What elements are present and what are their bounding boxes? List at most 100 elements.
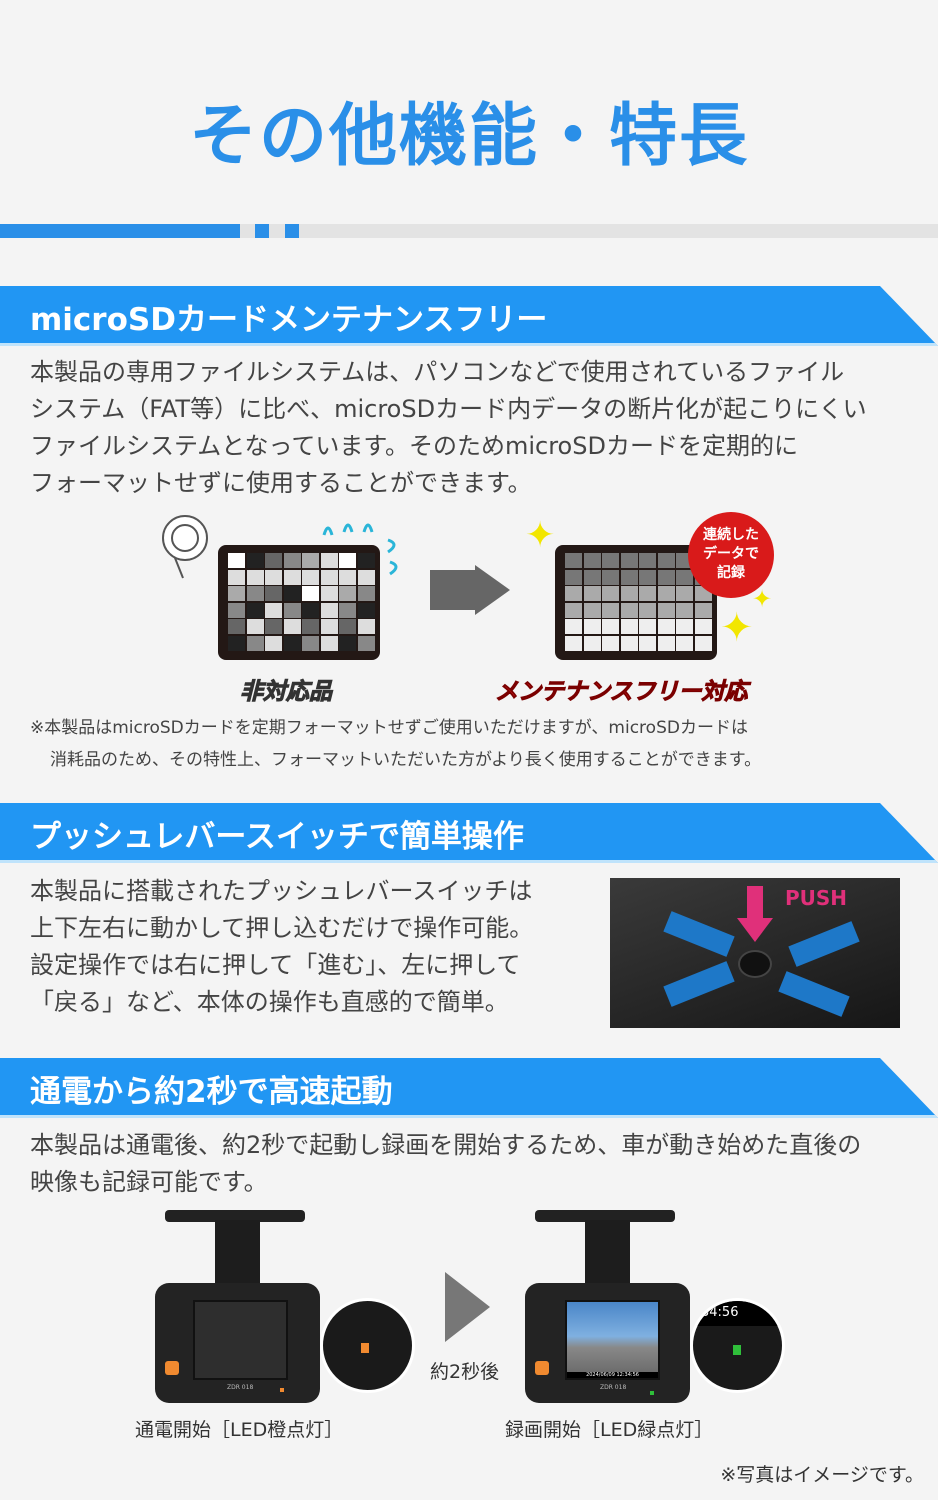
data-block — [339, 569, 356, 585]
data-block — [302, 553, 319, 568]
text-line: 設定操作では右に押して「進む」、左に押して — [30, 951, 521, 979]
led-zoom-callout: 34:56 — [690, 1298, 785, 1393]
text-line: 本製品は通電後、約2秒で起動し録画を開始するため、車が動き始めた直後の — [30, 1131, 862, 1159]
data-block — [302, 619, 319, 634]
data-block — [565, 553, 582, 568]
data-block — [339, 602, 356, 618]
divider-dot — [285, 224, 299, 238]
page-title: その他機能・特長 — [188, 97, 749, 176]
sparkle-icon: ✦ — [720, 605, 754, 651]
data-block — [639, 553, 656, 568]
data-block — [228, 635, 245, 651]
camera-mount-arm — [215, 1220, 260, 1285]
data-block — [283, 602, 301, 618]
data-block — [302, 569, 319, 585]
footnote: ※写真はイメージです。 — [720, 1464, 924, 1486]
data-block — [357, 619, 375, 634]
data-block — [657, 586, 675, 601]
data-block — [283, 635, 301, 651]
text-line: 本製品に搭載されたプッシュレバースイッチは — [30, 877, 533, 905]
data-block — [339, 635, 356, 651]
data-block — [583, 569, 601, 585]
dashcam-powered-on: ZDR 018 — [155, 1283, 320, 1403]
dashcam-recording: 2024/06/09 12:34:56 ZDR 018 — [525, 1283, 690, 1403]
divider-dot — [255, 224, 269, 238]
data-block — [583, 635, 601, 651]
data-block — [657, 635, 675, 651]
camera-mount — [535, 1210, 675, 1222]
data-block — [357, 635, 375, 651]
data-block — [283, 586, 301, 601]
data-block — [339, 553, 356, 568]
data-block — [265, 553, 282, 568]
data-block — [639, 569, 656, 585]
text-line: ※本製品はmicroSDカードを定期フォーマットせずご使用いただけますが、mic… — [30, 718, 748, 738]
data-block — [676, 586, 693, 601]
data-block — [639, 586, 656, 601]
data-block — [620, 602, 638, 618]
data-block — [694, 602, 712, 618]
data-block — [357, 553, 375, 568]
data-block — [565, 569, 582, 585]
data-block — [339, 619, 356, 634]
data-block — [583, 602, 601, 618]
data-block — [639, 635, 656, 651]
push-arrow-icon — [747, 886, 763, 920]
continuous-data-bubble: 連続した データで 記録 — [688, 512, 774, 598]
section-heading-microsd: microSDカードメンテナンスフリー — [0, 286, 938, 346]
data-block — [265, 569, 282, 585]
push-lever-knob — [738, 950, 772, 978]
data-block — [246, 602, 264, 618]
arrow-right-icon-head — [475, 565, 510, 615]
arrow-label: 約2秒後 — [430, 1361, 500, 1383]
label-non-compatible: 非対応品 — [240, 679, 333, 706]
data-block — [602, 569, 619, 585]
data-block — [283, 569, 301, 585]
data-block — [302, 602, 319, 618]
data-block — [694, 619, 712, 634]
data-block — [657, 569, 675, 585]
data-block — [265, 586, 282, 601]
text-line: ファイルシステムとなっています。そのためmicroSDカードを定期的に — [30, 432, 798, 460]
push-arrow-icon-head — [737, 918, 773, 942]
data-block — [320, 635, 338, 651]
data-block — [339, 586, 356, 601]
section-heading-fast-boot: 通電から約2秒で高速起動 — [0, 1058, 938, 1118]
fragmented-sd-card — [218, 545, 380, 660]
data-block — [620, 553, 638, 568]
data-block — [565, 619, 582, 634]
data-block — [639, 602, 656, 618]
data-block — [228, 586, 245, 601]
arrow-up-left-icon — [663, 911, 735, 957]
data-block — [639, 619, 656, 634]
text-line: 上下左右に動かして押し込むだけで操作可能。 — [30, 914, 534, 942]
data-block — [694, 635, 712, 651]
data-block — [583, 586, 601, 601]
sparkle-icon: ✦ — [525, 515, 556, 556]
text-line: 「戻る」など、本体の操作も直感的で簡単。 — [30, 988, 509, 1016]
push-label: PUSH — [785, 886, 848, 910]
led-zoom-callout — [320, 1298, 415, 1393]
model-label: ZDR 018 — [227, 1384, 254, 1391]
text-line: システム（FAT等）に比べ、microSDカード内データの断片化が起こりにくい — [30, 395, 867, 423]
text-line: フォーマットせずに使用することができます。 — [30, 469, 532, 497]
data-block — [657, 553, 675, 568]
push-lever-photo: PUSH — [610, 878, 900, 1028]
data-block — [583, 553, 601, 568]
data-block — [357, 586, 375, 601]
data-block — [676, 602, 693, 618]
data-block — [565, 602, 582, 618]
data-block — [265, 635, 282, 651]
data-block — [602, 553, 619, 568]
screen-timestamp: 2024/06/09 12:34:56 — [567, 1372, 658, 1378]
data-block — [246, 553, 264, 568]
data-block — [602, 602, 619, 618]
data-block — [620, 586, 638, 601]
data-block — [676, 569, 693, 585]
led-indicator-zoomed — [361, 1343, 369, 1353]
arrow-down-left-icon — [663, 961, 735, 1007]
arrow-down-right-icon — [778, 971, 850, 1017]
section-body-fast-boot: 本製品は通電後、約2秒で起動し録画を開始するため、車が動き始めた直後の 映像も記… — [30, 1127, 861, 1201]
dashcam-button — [535, 1361, 549, 1375]
data-block — [602, 586, 619, 601]
